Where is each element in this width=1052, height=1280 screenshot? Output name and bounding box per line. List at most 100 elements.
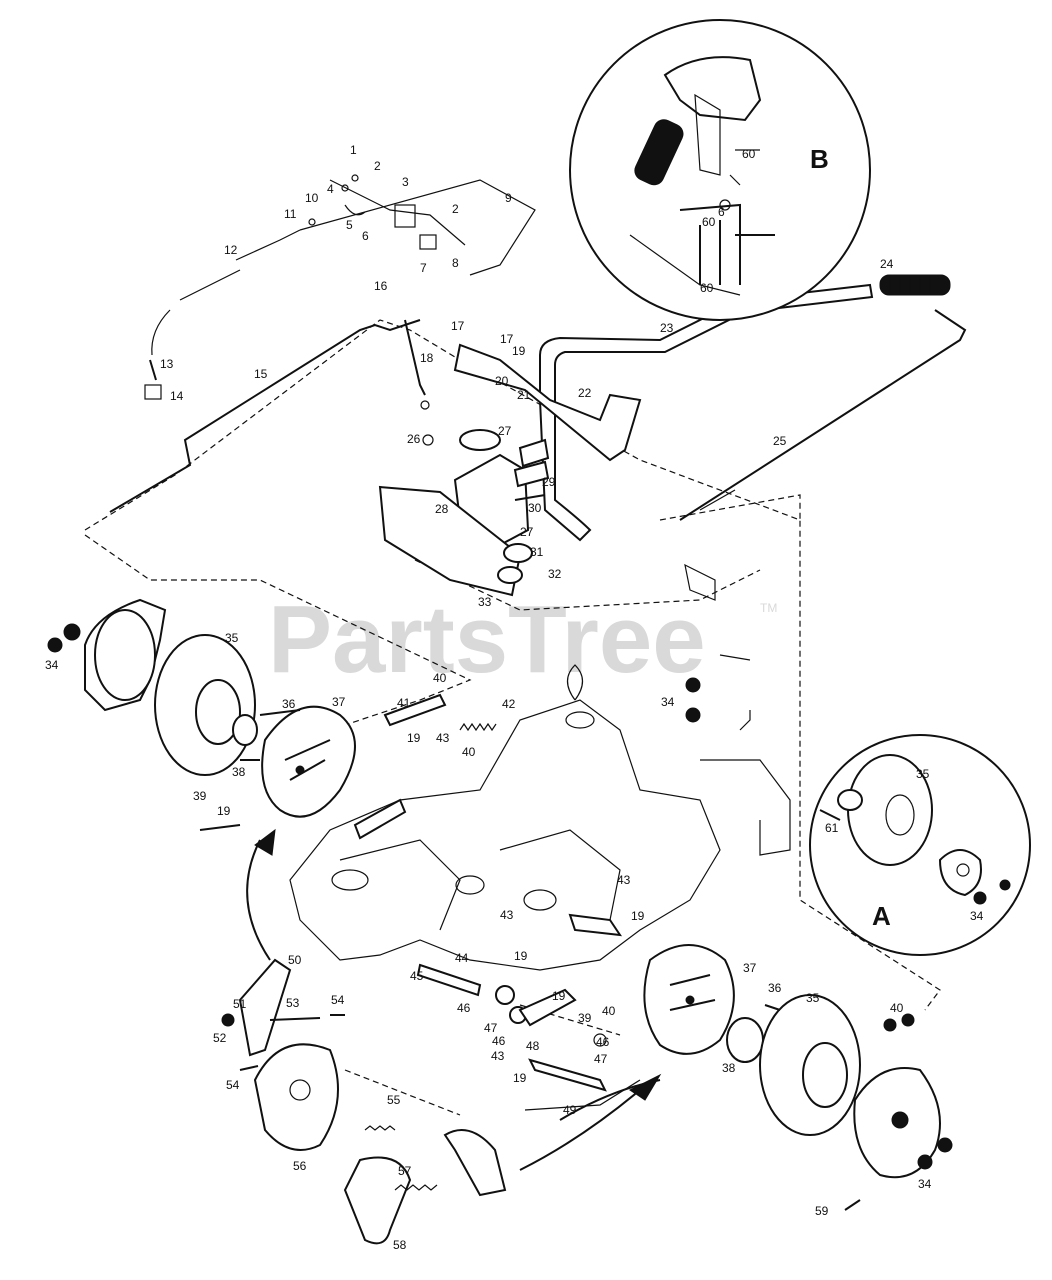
control-linkage-group [144,174,536,400]
part-label: 52 [213,1031,227,1045]
arrow-left-curve [246,839,271,961]
inset-a [809,734,1031,956]
part-label: 42 [502,697,516,711]
part-label: 51 [233,997,247,1011]
part-label: 40 [602,1004,616,1018]
part-label: 34 [970,909,984,923]
part-label: 54 [331,993,345,1007]
part-label: 6 [362,229,369,243]
part-label: 36 [768,981,782,995]
part-label: 60 [702,215,716,229]
part-label: 12 [224,243,238,257]
part-label: 20 [495,374,509,388]
bracket-plate [453,343,642,462]
part-label: 27 [498,424,512,438]
part-label: 43 [436,731,450,745]
right-frame-parts [684,563,791,856]
part-label: 38 [722,1061,736,1075]
part-label: 2 [452,202,459,216]
center-shaft-assembly [416,913,641,1111]
lower-brake-assembly [221,958,507,1245]
part-label: 28 [435,502,449,516]
part-label: 15 [254,367,268,381]
shift-lever-23 [539,283,874,542]
part-label: 50 [288,953,302,967]
part-label: 27 [520,525,534,539]
part-label: 14 [170,389,184,403]
part-label: 46 [457,1001,471,1015]
bottom-dashed-outline [344,1004,621,1116]
part-label: 7 [420,261,427,275]
part-label: 19 [217,804,231,818]
center-dashed-outline [414,559,761,611]
left-wheel-assembly [47,598,258,776]
part-label: 18 [420,351,434,365]
lower-dashed-outline [84,534,472,741]
right-brake-assembly [643,944,953,1211]
part-label: 9 [505,191,512,205]
part-label: 43 [500,908,514,922]
part-label: 34 [661,695,675,709]
part-label: 46 [596,1035,610,1049]
part-label: 17 [500,332,514,346]
part-label: 43 [617,873,631,887]
part-label: 47 [484,1021,498,1035]
part-label: 40 [890,1001,904,1015]
part-label: 38 [232,765,246,779]
part-label: 22 [578,386,592,400]
part-label: 32 [548,567,562,581]
part-label: 39 [578,1011,592,1025]
part-label: 39 [193,789,207,803]
arrow-right-curve [559,1079,661,1121]
part-label: 44 [455,951,469,965]
hand-grip-24 [879,274,951,296]
part-label: 53 [286,996,300,1010]
part-label: 36 [282,697,296,711]
rod-15 [109,319,421,513]
part-label: 46 [492,1034,506,1048]
part-label: 56 [293,1159,307,1173]
part-label: 19 [513,1071,527,1085]
part-label: 3 [402,175,409,189]
part-label: 11 [284,207,297,221]
part-label: 61 [825,821,839,835]
part-label: 19 [552,989,566,1003]
part-label: 35 [225,631,239,645]
part-label: 35 [916,767,930,781]
part-label: 30 [528,501,542,515]
part-label: 49 [563,1103,577,1117]
callout-a: A [872,901,891,931]
part-label: 4 [327,182,334,196]
part-label: 10 [305,191,319,205]
part-label: 23 [660,321,674,335]
part-label: 57 [398,1164,412,1178]
part-label: 19 [512,344,526,358]
transmission-housing [289,664,721,971]
left-brake-assembly [199,705,356,831]
rod-25 [679,309,967,521]
part-label: 40 [433,671,447,685]
part-label: 26 [407,432,421,446]
inset-b [569,19,871,321]
callout-b: B [810,144,829,174]
part-label: 43 [491,1049,505,1063]
part-label: 19 [631,909,645,923]
part-label: 1 [350,143,357,157]
part-label: 17 [451,319,465,333]
watermark-text: PartsTree [268,586,706,693]
part-label: 5 [346,218,353,232]
part-label: 37 [332,695,346,709]
part-label: 41 [397,696,411,710]
part-label: 29 [542,475,556,489]
part-label: 45 [410,969,424,983]
part-label: 16 [374,279,388,293]
part-label: 19 [514,949,528,963]
part-label: 54 [226,1078,240,1092]
part-label: 55 [387,1093,401,1107]
lever-41 [383,693,447,727]
part-label: 34 [918,1177,932,1191]
part-label: 59 [815,1204,829,1218]
arrow-bottom-curve [519,1089,641,1171]
part-label: 34 [45,658,59,672]
